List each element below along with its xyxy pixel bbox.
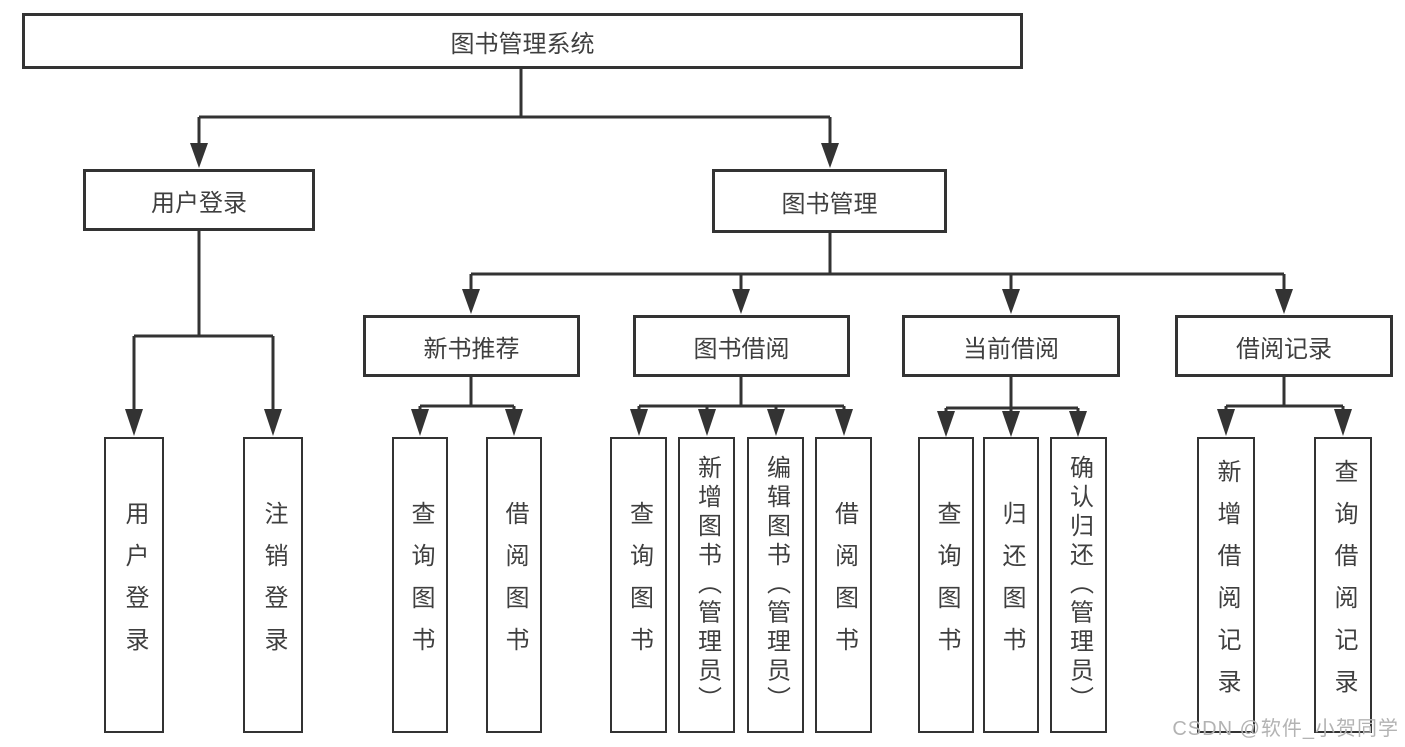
leaf-borrow-books-recommend: 借阅图书 [486,437,542,733]
leaf-add-borrow-record: 新增借阅记录 [1197,437,1255,733]
node-label: 归还图书 [998,501,1025,669]
leaf-user-login: 用户登录 [104,437,164,733]
leaf-return-books: 归还图书 [983,437,1039,733]
leaf-borrow-books: 借阅图书 [815,437,872,733]
node-label: 查询图书 [407,501,434,669]
leaf-logout: 注销登录 [243,437,303,733]
node-borrowing-records: 借阅记录 [1175,315,1393,377]
leaf-edit-books-admin: 编辑图书（管理员） [747,437,804,733]
node-label: 当前借阅 [963,335,1059,363]
node-label: 借阅图书 [830,501,858,669]
node-label: 新增借阅记录 [1213,459,1240,711]
node-label: 注销登录 [260,501,287,669]
leaf-query-borrow-record: 查询借阅记录 [1314,437,1372,733]
node-new-book-recommend: 新书推荐 [363,315,580,377]
leaf-query-books-recommend: 查询图书 [392,437,448,733]
node-label: 查询图书 [625,501,653,669]
node-book-borrowing: 图书借阅 [633,315,850,377]
csdn-watermark: CSDN @软件_小贺同学 [1172,718,1399,740]
node-label: 新书推荐 [423,335,520,363]
leaf-query-books: 查询图书 [610,437,667,733]
node-label: 用户登录 [121,501,148,669]
node-label: 图书借阅 [693,335,790,363]
leaf-confirm-return-admin: 确认归还（管理员） [1050,437,1107,733]
node-label: 确认归还（管理员） [1065,455,1093,715]
node-library-management-system: 图书管理系统 [22,13,1023,69]
node-label: 编辑图书（管理员） [762,455,790,715]
node-label: 查询借阅记录 [1330,459,1357,711]
leaf-add-books-admin: 新增图书（管理员） [678,437,735,733]
node-current-borrowing: 当前借阅 [902,315,1120,377]
node-label: 图书管理系统 [450,30,595,58]
leaf-query-books-current: 查询图书 [918,437,974,733]
node-label: 借阅记录 [1236,335,1332,363]
node-label: 借阅图书 [501,501,528,669]
node-label: 查询图书 [933,501,960,669]
node-user-login: 用户登录 [83,169,315,231]
node-label: 用户登录 [151,189,247,217]
node-book-management: 图书管理 [712,169,947,233]
node-label: 图书管理 [781,190,878,218]
node-label: 新增图书（管理员） [693,455,721,715]
